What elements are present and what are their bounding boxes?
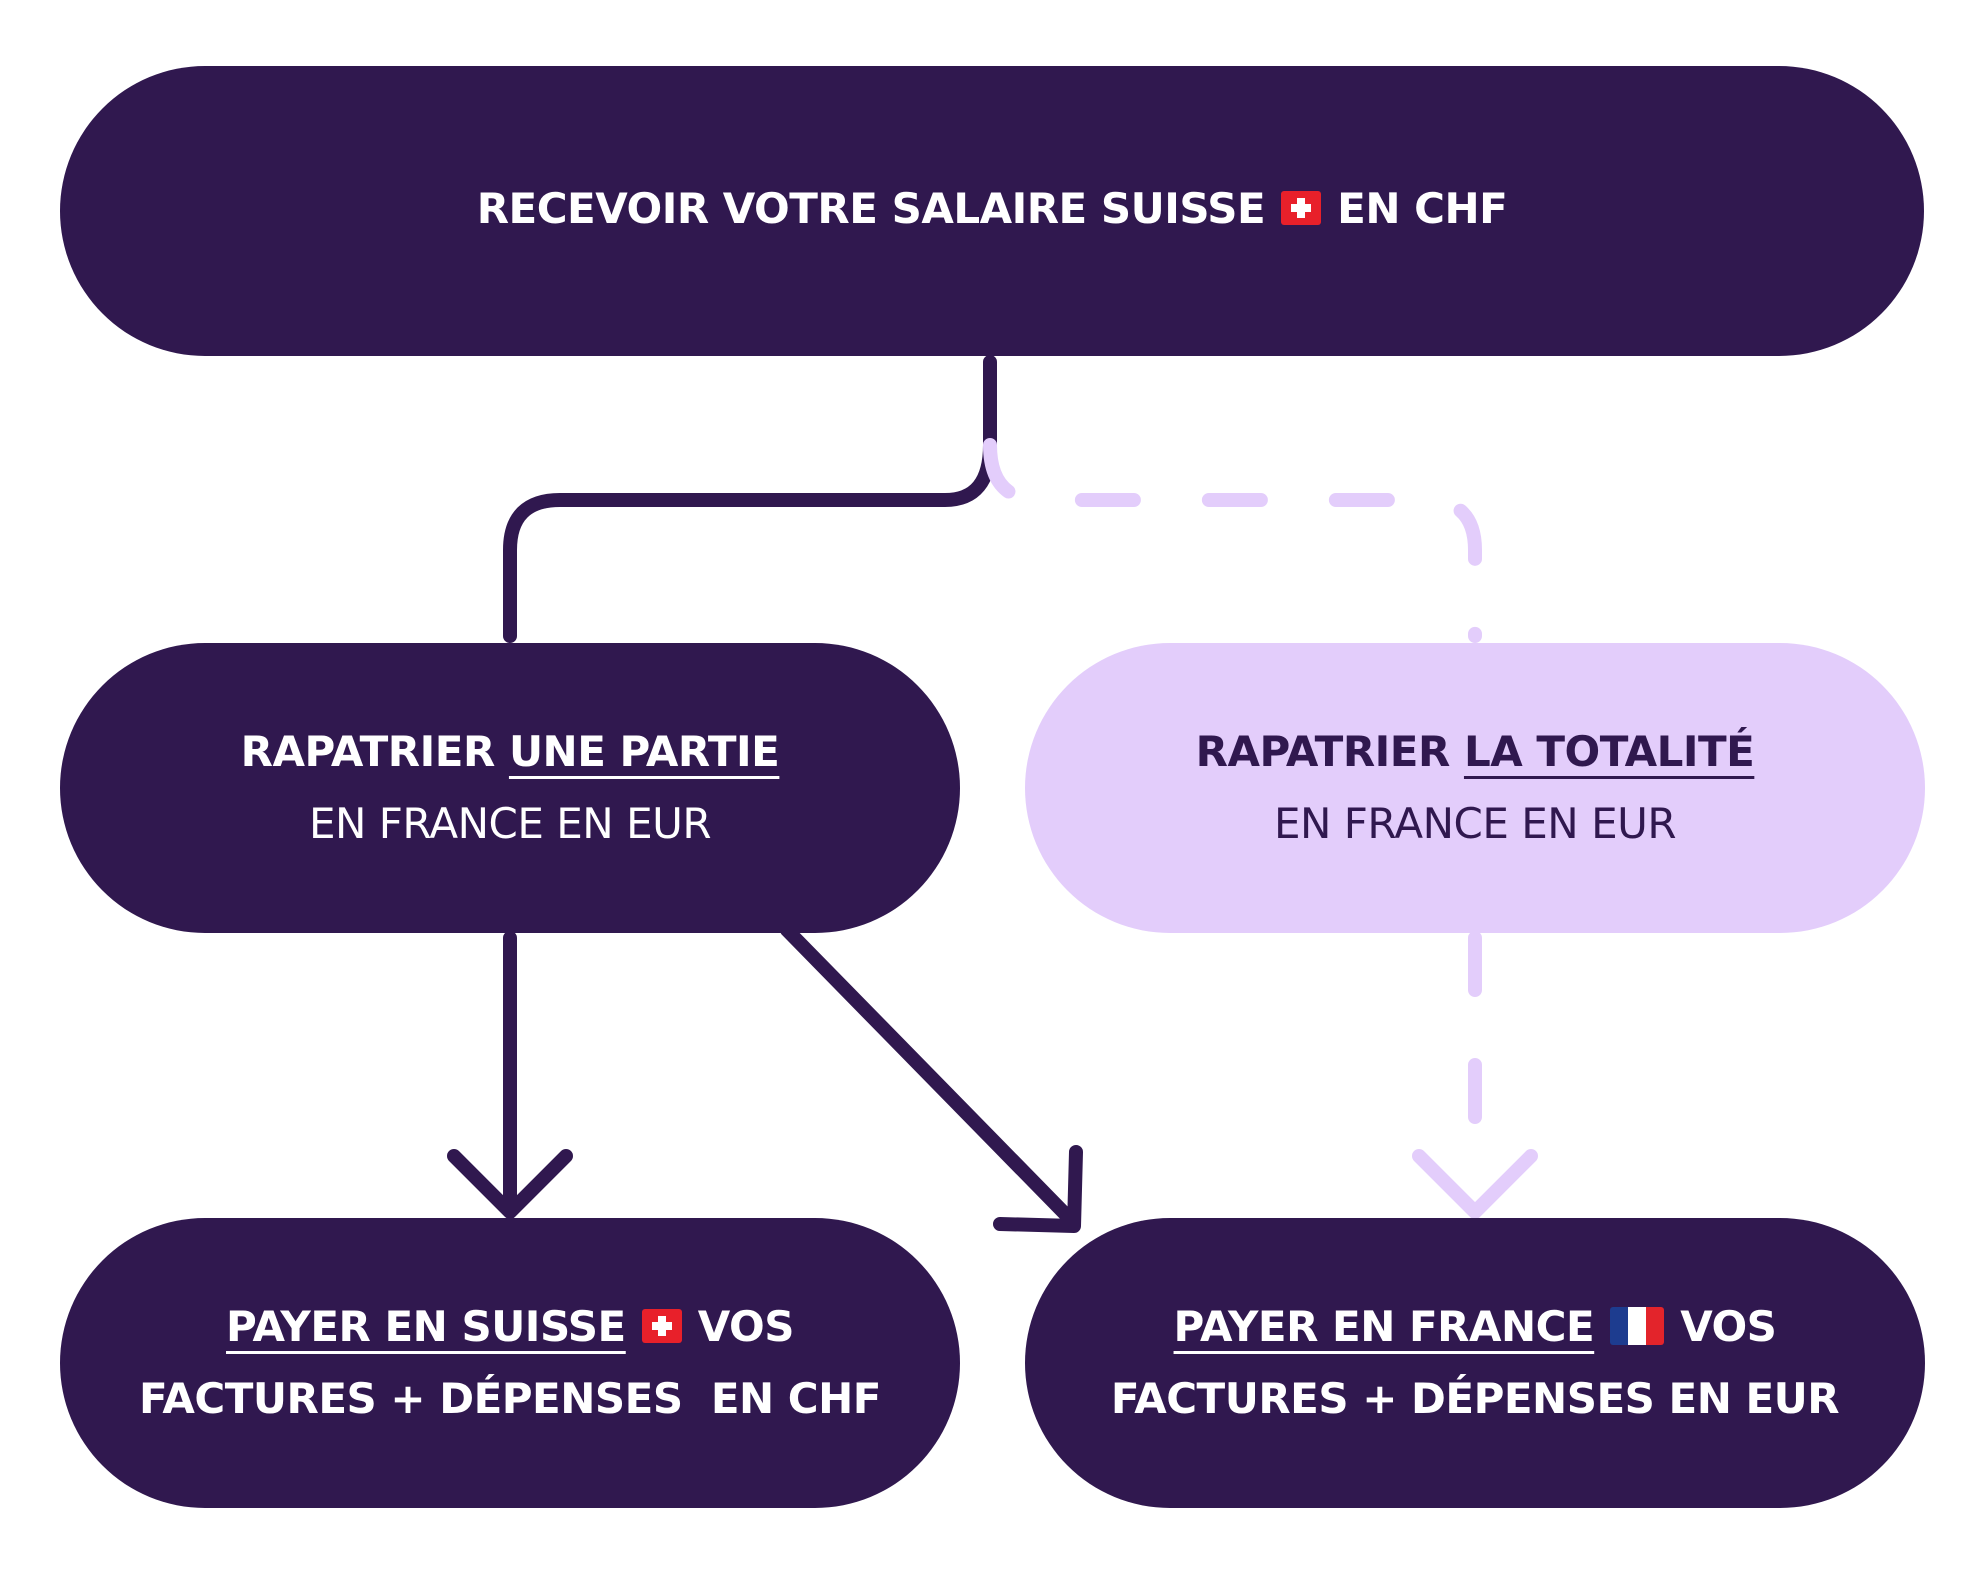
pay-switzerland-after-flag: VOS [697,1302,795,1351]
repatriate-total-prefix: RAPATRIER [1195,727,1451,776]
pay-switzerland-subtitle: FACTURES + DÉPENSES EN CHF [139,1374,881,1423]
pay-switzerland-highlight: PAYER EN SUISSE [226,1302,626,1351]
french-flag-icon [1610,1306,1665,1345]
swiss-flag-icon [1281,190,1322,225]
pay-france-box: PAYER EN FRANCE VOS FACTURES + DÉPENSES E… [1025,1218,1925,1508]
receive-salary-line: RECEVOIR VOTRE SALAIRE SUISSE EN CHF [477,173,1508,245]
connector-top-to-total [983,438,1482,643]
repatriate-partial-prefix: RAPATRIER [240,727,496,776]
receive-salary-box: RECEVOIR VOTRE SALAIRE SUISSE EN CHF [60,66,1924,356]
pay-switzerland-box: PAYER EN SUISSE VOS FACTURES + DÉPENSES E… [60,1218,960,1508]
receive-salary-text: RECEVOIR VOTRE SALAIRE SUISSE [476,184,1266,233]
repatriate-partial-box: RAPATRIER UNE PARTIE EN FRANCE EN EUR [60,643,960,933]
receive-salary-currency: EN CHF [1337,184,1508,233]
repatriate-total-subtitle: EN FRANCE EN EUR [1273,799,1677,848]
repatriate-total-box: RAPATRIER LA TOTALITÉ EN FRANCE EN EUR [1025,643,1925,933]
repatriate-total-title: RAPATRIER LA TOTALITÉ [1196,716,1755,788]
swiss-flag-icon [641,1308,682,1343]
connector-top-to-partial [503,355,997,643]
pay-france-subtitle: FACTURES + DÉPENSES EN EUR [1110,1374,1840,1423]
repatriate-partial-title: RAPATRIER UNE PARTIE [241,716,780,788]
repatriate-partial-highlight: UNE PARTIE [508,727,780,776]
pay-switzerland-title: PAYER EN SUISSE VOS [226,1291,794,1363]
repatriate-partial-subtitle: EN FRANCE EN EUR [308,799,712,848]
arrow-partial-to-pay-france [780,923,1083,1233]
pay-france-title: PAYER EN FRANCE VOS [1174,1291,1777,1363]
pay-france-highlight: PAYER EN FRANCE [1173,1302,1595,1351]
arrow-head-total-to-pay-france [1412,1149,1538,1219]
arrow-partial-to-pay-swiss [447,931,573,1219]
pay-france-after-flag: VOS [1680,1302,1777,1351]
repatriate-total-highlight: LA TOTALITÉ [1463,727,1755,776]
